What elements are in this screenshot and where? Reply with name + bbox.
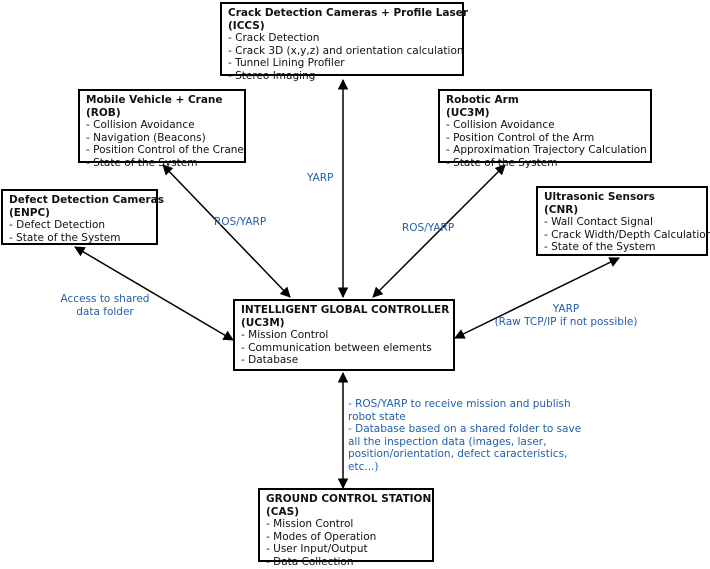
- label-yarp-right-line: (Raw TCP/IP if not possible): [494, 315, 638, 328]
- enpc-subtitle: (ENPC): [9, 206, 50, 219]
- cas-item: Data Collection: [266, 556, 426, 569]
- enpc-item: Defect Detection: [9, 219, 150, 232]
- rob-item: Navigation (Beacons): [86, 132, 238, 145]
- igc-title: INTELLIGENT GLOBAL CONTROLLER: [241, 304, 450, 316]
- cas-item: Mission Control: [266, 518, 426, 531]
- label-ros-yarp-right: ROS/YARP: [402, 222, 455, 234]
- iccs-item: Tunnel Lining Profiler: [228, 57, 456, 70]
- cas-box: GROUND CONTROL STATION (CAS) Mission Con…: [258, 488, 434, 568]
- cnr-item: Wall Contact Signal: [544, 216, 700, 229]
- iccs-box: Crack Detection Cameras + Profile Laser …: [220, 2, 469, 82]
- cas-subtitle: (CAS): [266, 505, 299, 518]
- rob-subtitle: (ROB): [86, 106, 121, 119]
- rob-item: State of the System: [86, 157, 238, 170]
- label-yarp-right: YARP (Raw TCP/IP if not possible): [493, 303, 639, 328]
- cnr-title: Ultrasonic Sensors: [544, 191, 655, 203]
- label-ground-link: - ROS/YARP to receive mission and publis…: [348, 398, 581, 474]
- rob-item: Position Control of the Crane: [86, 144, 244, 157]
- arrow-rob-igc: [162, 164, 291, 298]
- iccs-item: Stereo Imaging: [228, 70, 456, 83]
- label-ground-link-line: - ROS/YARP to receive mission and publis…: [348, 398, 571, 410]
- arrow-enpc-igc: [74, 246, 234, 341]
- arrow-arm-igc: [372, 164, 506, 298]
- rob-item: Collision Avoidance: [86, 119, 238, 132]
- iccs-title: Crack Detection Cameras + Profile Laser: [228, 7, 469, 19]
- label-ground-link-line: etc...): [348, 460, 379, 473]
- arrow-cnr-igc: [454, 257, 620, 339]
- robotic-arm-item: Position Control of the Arm: [446, 132, 644, 145]
- cnr-item: State of the System: [544, 241, 700, 254]
- igc-box: INTELLIGENT GLOBAL CONTROLLER (UC3M) Mis…: [233, 299, 455, 371]
- label-ground-link-line: - Database based on a shared folder to s…: [348, 423, 582, 436]
- cas-item: User Input/Output: [266, 543, 426, 556]
- label-ros-yarp-left: ROS/YARP: [214, 216, 267, 228]
- cnr-item: Crack Width/Depth Calculation: [544, 229, 710, 242]
- enpc-title: Defect Detection Cameras: [9, 194, 164, 206]
- iccs-item: Crack Detection: [228, 32, 456, 45]
- label-shared-folder-line: data folder: [76, 305, 134, 318]
- robotic-arm-subtitle: (UC3M): [446, 106, 490, 119]
- igc-subtitle: (UC3M): [241, 316, 285, 329]
- robotic-arm-item: State of the System: [446, 157, 644, 170]
- cnr-box: Ultrasonic Sensors (CNR) Wall Contact Si…: [536, 186, 710, 256]
- label-ground-link-line: position/orientation, defect caracterist…: [348, 448, 568, 461]
- enpc-box: Defect Detection Cameras (ENPC) Defect D…: [1, 189, 164, 245]
- robotic-arm-item: Approximation Trajectory Calculation: [446, 144, 647, 157]
- label-shared-folder-line: Access to shared: [60, 293, 150, 305]
- label-yarp-top: YARP: [307, 172, 334, 184]
- robotic-arm-box: Robotic Arm (UC3M) Collision Avoidance P…: [438, 89, 652, 169]
- iccs-subtitle: (ICCS): [228, 19, 265, 32]
- rob-box: Mobile Vehicle + Crane (ROB) Collision A…: [78, 89, 246, 169]
- rob-title: Mobile Vehicle + Crane: [86, 94, 223, 106]
- cas-title: GROUND CONTROL STATION: [266, 493, 432, 505]
- label-ground-link-line: all the inspection data (images, laser,: [348, 435, 547, 448]
- label-shared-folder: Access to shared data folder: [52, 293, 158, 318]
- igc-item: Database: [241, 354, 447, 367]
- cnr-subtitle: (CNR): [544, 203, 579, 216]
- iccs-item: Crack 3D (x,y,z) and orientation calcula…: [228, 45, 463, 58]
- enpc-item: State of the System: [9, 232, 150, 245]
- cas-item: Modes of Operation: [266, 531, 426, 544]
- robotic-arm-item: Collision Avoidance: [446, 119, 644, 132]
- igc-item: Mission Control: [241, 329, 447, 342]
- robotic-arm-title: Robotic Arm: [446, 94, 519, 106]
- igc-item: Communication between elements: [241, 342, 447, 355]
- label-ground-link-line: robot state: [348, 410, 406, 423]
- label-yarp-right-line: YARP: [552, 303, 580, 315]
